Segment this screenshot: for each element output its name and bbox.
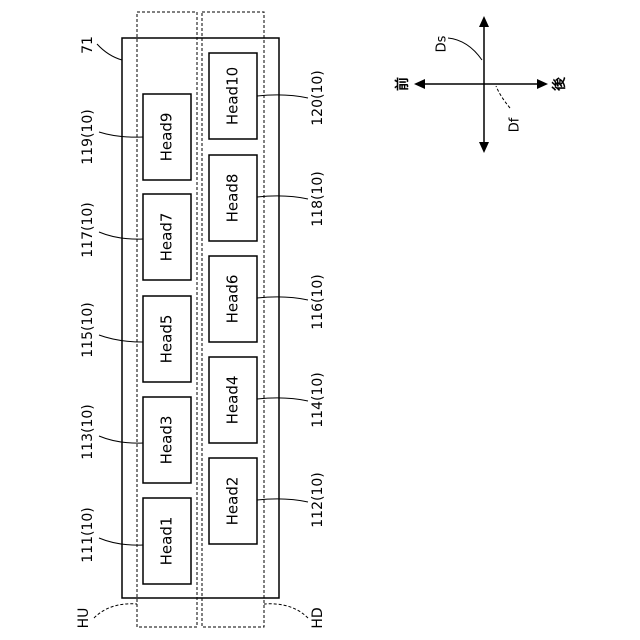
hd-label: HD bbox=[310, 607, 326, 628]
head5-group: Head5 115(10) bbox=[80, 296, 191, 382]
head6-group: Head6 116(10) bbox=[209, 256, 326, 342]
head3-group: Head3 113(10) bbox=[80, 397, 191, 483]
head2-group: Head2 112(10) bbox=[209, 458, 326, 544]
head6-leader bbox=[257, 297, 308, 300]
head5-leader bbox=[99, 335, 143, 342]
ds-label: Ds bbox=[435, 35, 450, 52]
arrow-down-icon bbox=[479, 142, 489, 153]
head2-label: Head2 bbox=[224, 477, 242, 526]
direction-indicator: 前 後 Ds Df bbox=[394, 16, 568, 153]
unit-ref-leader bbox=[97, 44, 122, 60]
head9-ref: 119(10) bbox=[80, 109, 96, 164]
unit-ref-label: 71 bbox=[80, 36, 96, 54]
hd-leader bbox=[264, 604, 308, 618]
head10-group: Head10 120(10) bbox=[209, 53, 326, 139]
df-label: Df bbox=[508, 117, 523, 132]
head7-label: Head7 bbox=[158, 213, 176, 262]
head3-leader bbox=[99, 436, 143, 443]
head2-ref: 112(10) bbox=[310, 472, 326, 527]
hu-label: HU bbox=[76, 608, 92, 629]
arrow-right-icon bbox=[537, 79, 548, 89]
front-label: 前 bbox=[394, 77, 411, 91]
head5-label: Head5 bbox=[158, 315, 176, 364]
head4-leader bbox=[257, 398, 308, 401]
head4-group: Head4 114(10) bbox=[209, 357, 326, 443]
head10-leader bbox=[257, 95, 308, 98]
head2-leader bbox=[257, 499, 308, 502]
ds-leader bbox=[448, 38, 482, 60]
head7-group: Head7 117(10) bbox=[80, 194, 191, 280]
head9-group: Head9 119(10) bbox=[80, 94, 191, 180]
head1-leader bbox=[99, 538, 143, 545]
head1-group: Head1 111(10) bbox=[80, 498, 191, 584]
head8-leader bbox=[257, 196, 308, 199]
head9-label: Head9 bbox=[158, 113, 176, 162]
head8-ref: 118(10) bbox=[310, 171, 326, 226]
head7-ref: 117(10) bbox=[80, 202, 96, 257]
head6-label: Head6 bbox=[224, 275, 242, 324]
head9-leader bbox=[99, 132, 143, 137]
hu-leader bbox=[94, 604, 137, 618]
head1-label: Head1 bbox=[158, 517, 176, 566]
rear-label: 後 bbox=[551, 76, 568, 91]
head7-leader bbox=[99, 232, 143, 239]
head8-group: Head8 118(10) bbox=[209, 155, 326, 241]
head5-ref: 115(10) bbox=[80, 302, 96, 357]
head4-ref: 114(10) bbox=[310, 372, 326, 427]
head10-label: Head10 bbox=[224, 67, 242, 125]
head1-ref: 111(10) bbox=[80, 507, 96, 562]
head6-ref: 116(10) bbox=[310, 274, 326, 329]
head4-label: Head4 bbox=[224, 376, 242, 425]
head10-ref: 120(10) bbox=[310, 70, 326, 125]
arrow-left-icon bbox=[414, 79, 425, 89]
head3-ref: 113(10) bbox=[80, 404, 96, 459]
df-leader bbox=[496, 86, 510, 108]
head8-label: Head8 bbox=[224, 174, 242, 223]
head3-label: Head3 bbox=[158, 416, 176, 465]
arrow-up-icon bbox=[479, 16, 489, 27]
